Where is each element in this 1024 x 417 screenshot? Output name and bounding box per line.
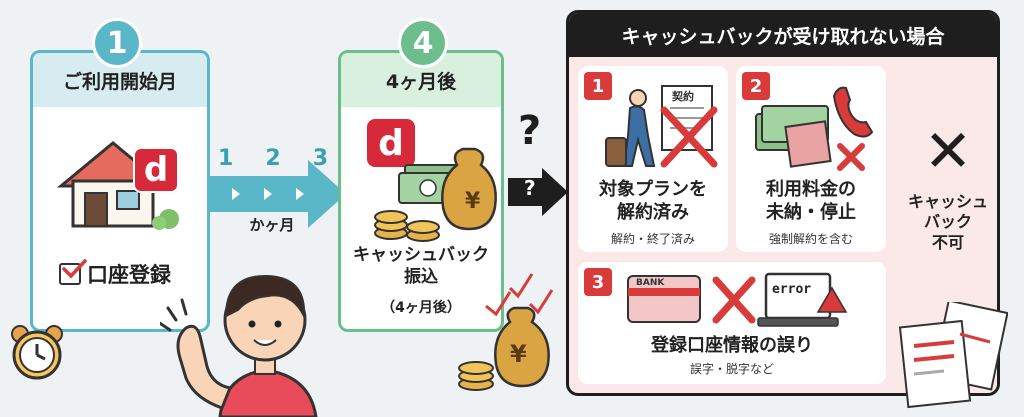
bank-card-label: BANK — [636, 278, 665, 288]
step-1-badge: 1 — [92, 18, 142, 68]
cashback-transfer-text: キャッシュバック 振込 — [353, 245, 489, 287]
case-3-title: 登録口座情報の誤り — [651, 335, 813, 356]
question-mark-small: ? — [524, 176, 536, 200]
result-x-mark: ✕ — [923, 117, 973, 185]
case-3-number: 3 — [584, 268, 612, 296]
error-label: error — [772, 282, 812, 297]
case-3-note: 誤字・脱字など — [689, 362, 774, 376]
case-2-number: 2 — [742, 72, 770, 100]
contract-paper-label: 契約 — [672, 90, 694, 103]
alarm-clock-icon — [11, 325, 63, 380]
yen-symbol: ¥ — [465, 189, 481, 214]
account-registration-label: 口座登録 — [87, 263, 171, 287]
account-registration-row: 口座登録 — [59, 259, 171, 289]
docomo-d-logo: d — [133, 147, 179, 193]
case-2-title: 利用料金の 未納・停止 — [766, 179, 856, 224]
case-3-box: 3 BANK error 登録口座情報の誤り 誤字・脱字など — [578, 262, 886, 384]
month-2: 2 — [265, 146, 281, 171]
traveler-leaving-icon — [605, 85, 718, 168]
case-2-box: 2 利用料金の 未納・停止 強制解約を含む — [736, 66, 886, 252]
case-1-note: 解約・終了済み — [610, 232, 695, 246]
step-1-panel: ご利用開始月 d 口座登録 — [30, 50, 210, 332]
cashback-timing: （4ヶ月後） — [381, 300, 461, 316]
black-arrow — [508, 168, 568, 216]
step-4-panel: 4ヶ月後 d ¥ キャッシュバック 振込 （4ヶ月後） — [338, 50, 504, 332]
money-bag-icon-2 — [458, 273, 554, 391]
checkbox-icon — [59, 259, 87, 285]
step-4-badge: 4 — [398, 18, 448, 68]
timeline-arrow — [208, 160, 346, 228]
case-1-box: 1 契約 対象プランを 解約済み 解約・終了済み — [578, 66, 728, 252]
result-text: キャッシュ バック 不可 — [907, 192, 988, 252]
documents-icon — [898, 302, 1008, 409]
month-1: 1 — [218, 146, 234, 171]
question-mark-large: ? — [518, 108, 542, 154]
month-3: 3 — [312, 146, 328, 171]
yen-symbol-2: ¥ — [510, 340, 527, 368]
months-label: かヶ月 — [249, 216, 295, 234]
month-numbers: 1 2 3 — [218, 146, 328, 171]
failure-cases-header: キャッシュバックが受け取れない場合 — [569, 13, 997, 57]
docomo-d-logo-2: d — [367, 119, 415, 167]
money-bag-icon — [374, 147, 497, 242]
case-1-title: 対象プランを 解約済み — [599, 179, 707, 224]
case-1-number: 1 — [584, 72, 612, 100]
unpaid-bills-icon — [755, 86, 874, 171]
case-2-note: 強制解約を含む — [768, 232, 853, 246]
bank-card-error-icon — [627, 272, 848, 327]
person-illustration — [160, 274, 318, 417]
